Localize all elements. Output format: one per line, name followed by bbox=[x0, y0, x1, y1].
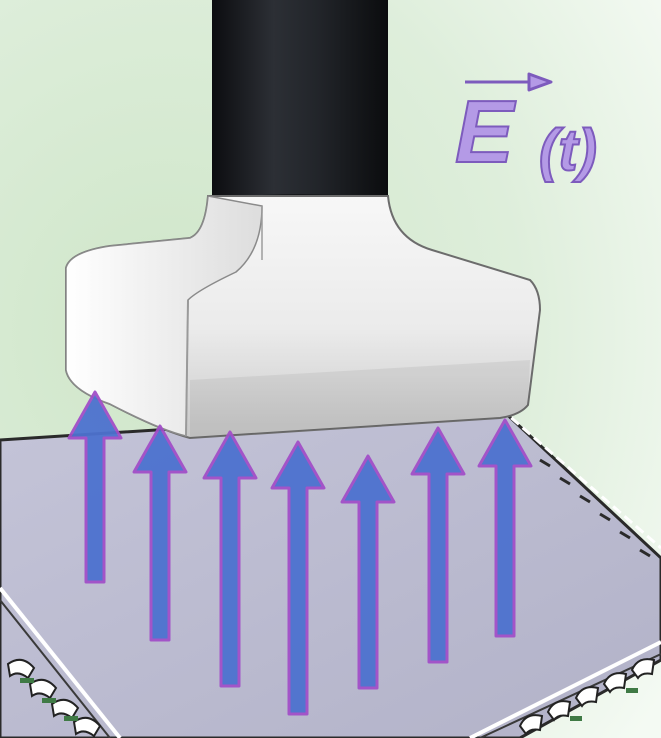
field-symbol: E bbox=[455, 88, 514, 176]
field-argument: (t) bbox=[539, 122, 597, 180]
probe-cable bbox=[212, 0, 388, 214]
field-label: E (t) bbox=[455, 70, 630, 200]
